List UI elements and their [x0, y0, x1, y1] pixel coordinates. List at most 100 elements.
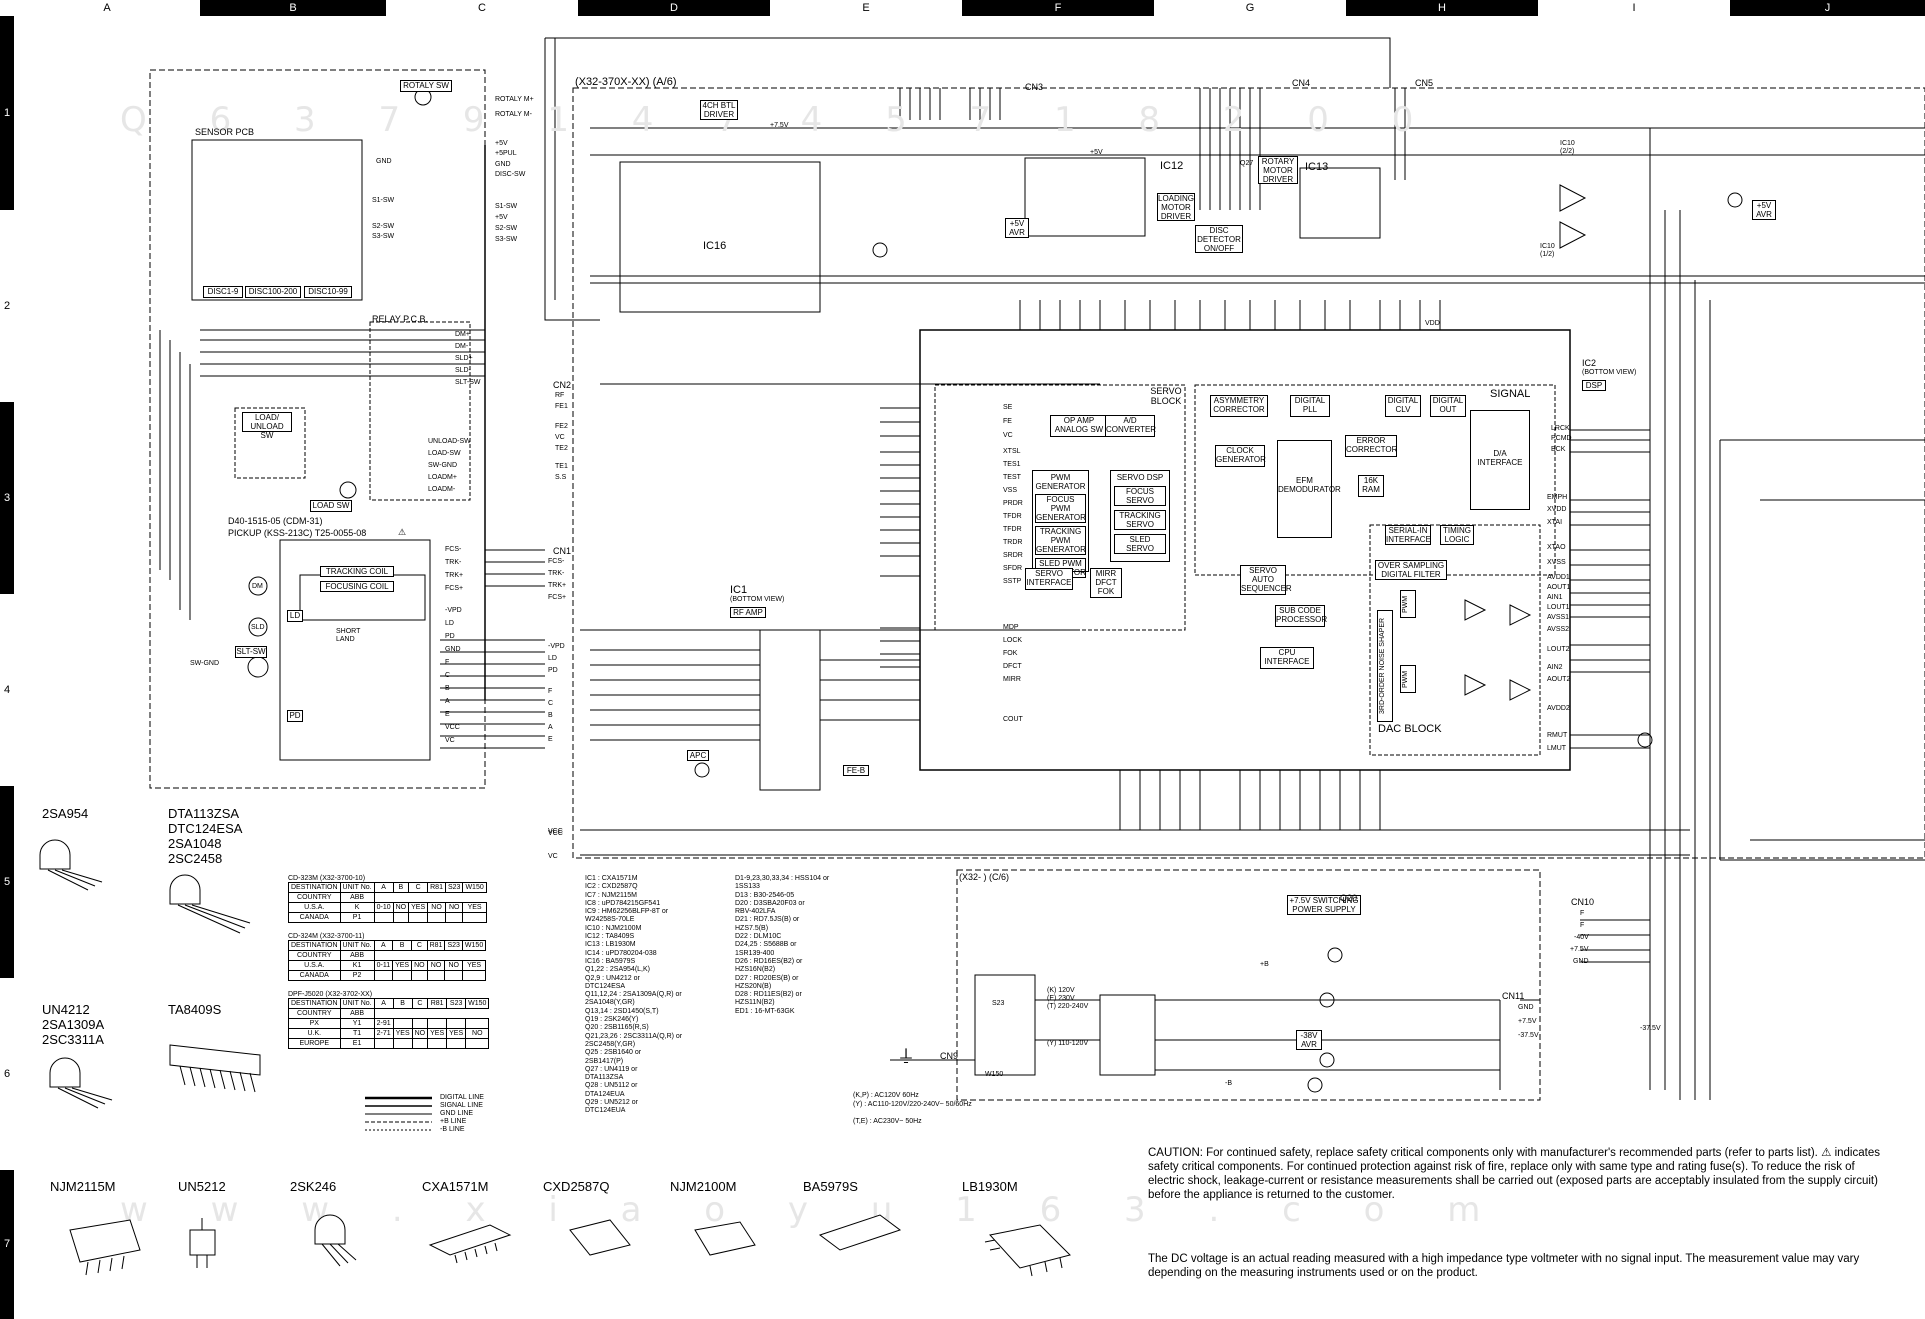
- dest-table-cell: NO: [444, 960, 463, 971]
- tracking-pwm-block: TRACKING PWM GENERATOR: [1035, 526, 1086, 555]
- part-grp1-3: 2SC2458: [168, 851, 223, 866]
- dest-table-cell: U.S.A.: [288, 902, 341, 913]
- apc-box: APC: [687, 750, 709, 761]
- da-interface-block: D/A INTERFACE: [1470, 410, 1530, 510]
- dsp-pin-aout1: AOUT1: [1547, 584, 1571, 591]
- ic-list-entry-0: IC1 : CXA1571M: [585, 875, 638, 882]
- ic-list-entry-18: Q20 : 2SB1165(R,S): [585, 1024, 649, 1032]
- sensor-s2: S2-SW: [372, 223, 395, 230]
- dsp-pin-tfdr-1: TFDR: [1003, 513, 1022, 520]
- dsp-pin-tes1: TES1: [1003, 461, 1021, 468]
- dsp-pin-se: SE: [1003, 404, 1013, 411]
- dest-table-header-cell: DESTINATION: [288, 998, 341, 1009]
- ic-list-entry-4: IC9 : HM62256BLFP-8T or: [585, 908, 669, 916]
- relay-pin-dm-minus: DM-: [455, 343, 469, 350]
- disc-10-99: DISC10-99: [304, 286, 352, 298]
- switching-power-title: +7.5V SWITCHING POWER SUPPLY: [1287, 895, 1361, 915]
- focus-servo-block: FOCUS SERVO: [1114, 486, 1166, 506]
- ic16-label: IC16: [703, 240, 727, 252]
- cn10-pin-1: F: [1580, 922, 1585, 929]
- diode-list-entry-15: HZS11N(B2): [735, 999, 775, 1007]
- legend-plus-b: +B LINE: [440, 1118, 467, 1125]
- pu-pin-9: C: [445, 672, 451, 679]
- sensor-s1: S1-SW: [372, 197, 395, 204]
- cn4-label: CN4: [1292, 78, 1311, 88]
- relay-pin-slt-sw: SLT-SW: [455, 379, 481, 386]
- part-ta8409s: TA8409S: [168, 1002, 222, 1017]
- power-note-3: (T,E) : AC230V~ 50Hz: [853, 1118, 922, 1125]
- dest-table-sub-cell: ABB: [339, 950, 375, 961]
- dest-table-sub-cell: ABB: [339, 892, 375, 903]
- cn2-label: CN2: [553, 380, 572, 390]
- dest-table-sub-cell: COUNTRY: [288, 892, 341, 903]
- cn10-pin-4: GND: [1573, 958, 1589, 965]
- dest-table-header-cell: DESTINATION: [288, 940, 341, 951]
- dest-table-cell: NO: [444, 902, 464, 913]
- dest-table-cell: 2-91: [373, 1018, 394, 1029]
- dsp-pin-lrck: LRCK: [1551, 425, 1570, 432]
- diode-list-entry-9: 1SR139-400: [735, 949, 775, 957]
- dest-table-header-cell: S23: [446, 998, 467, 1009]
- cn1-pin-9: B: [548, 712, 553, 719]
- diode-list-entry-2: D13 : B30-2546-05: [735, 891, 795, 899]
- dest-table-cell: [408, 912, 429, 923]
- sub-code-block: SUB CODE PROCESSOR: [1275, 605, 1327, 627]
- col-f: F: [962, 0, 1154, 16]
- pkg-ba5979s: BA5979S: [803, 1179, 858, 1194]
- dsp-pin-avss2: AVSS2: [1547, 626, 1570, 633]
- avr-box-1: +5V AVR: [1005, 218, 1029, 238]
- rail-label-6: VDD: [1425, 320, 1440, 327]
- dsp-pin-vss: VSS: [1003, 487, 1018, 494]
- ic-list-entry-15: 2SA1048(Y,GR): [585, 999, 635, 1007]
- dest-table-cell: NO: [411, 1028, 429, 1039]
- diode-list-entry-4: RBV-402LFA: [735, 908, 776, 916]
- pu-pin-5: LD: [445, 620, 454, 627]
- dest-table-cell: CANADA: [288, 970, 341, 981]
- row-6: 6: [0, 978, 14, 1170]
- dest-table-header-cell: W150: [461, 940, 487, 951]
- sensor-gnd: GND: [376, 158, 392, 165]
- dest-table-header-cell: S23: [444, 940, 463, 951]
- rail-label-5: -B: [1225, 1080, 1232, 1087]
- ic1-label: IC1: [730, 584, 748, 596]
- diode-list-entry-13: HZS20N(B): [735, 982, 772, 990]
- dsp-pin-ain2: AIN2: [1547, 664, 1563, 671]
- ic-list-entry-27: Q29 : UN5212 or: [585, 1099, 638, 1107]
- rotaly-m-plus: ROTALY M+: [495, 96, 534, 103]
- row-7: 7: [0, 1170, 14, 1319]
- ic12-desc: LOADING MOTOR DRIVER: [1157, 193, 1195, 221]
- load-unload-sw-box: LOAD/ UNLOAD SW: [242, 412, 292, 440]
- part-grp2-1: 2SA1309A: [42, 1017, 105, 1032]
- part-grp1-1: DTC124ESA: [168, 821, 243, 836]
- dest-table-cell: YES: [446, 1028, 467, 1039]
- pu-pin-2: TRK+: [445, 572, 464, 579]
- ic-list-entry-12: Q2,9 : UN4212 or: [585, 974, 640, 982]
- cn11-pin-0: GND: [1518, 1004, 1534, 1011]
- col-d: D: [578, 0, 770, 16]
- dsp-pin-lock: LOCK: [1003, 637, 1023, 644]
- pkg-2sk246: 2SK246: [290, 1179, 337, 1194]
- dest-table-title: CD-323M (X32-3700-10): [288, 875, 366, 882]
- dsp-pin-fe: FE: [1003, 418, 1012, 425]
- clock-generator-block: CLOCK GENERATOR: [1215, 445, 1266, 467]
- rail-label-2: +5V: [1090, 149, 1103, 156]
- dest-table-cell: Y1: [339, 1018, 375, 1029]
- legend-gnd: GND LINE: [440, 1110, 474, 1117]
- avr-box-2: +5V AVR: [1752, 200, 1776, 220]
- load-sw-box: LOAD SW: [310, 500, 352, 512]
- dest-table-cell: NO: [427, 902, 446, 913]
- dest-table-cell: YES: [392, 960, 413, 971]
- col-j: J: [1730, 0, 1925, 16]
- ic-list-entry-11: Q1,22 : 2SA954(L,K): [585, 966, 650, 974]
- cn9-label: CN9: [940, 1051, 959, 1061]
- dest-table-cell: E1: [339, 1038, 375, 1049]
- dest-table-title: DPF-J5020 (X32-3702-XX): [288, 991, 373, 998]
- dm-motor: DM: [252, 583, 263, 590]
- cn2-pin-0: RF: [555, 392, 565, 399]
- focus-pwm-block: FOCUS PWM GENERATOR: [1035, 494, 1086, 523]
- digital-out-block: DIGITAL OUT: [1430, 395, 1466, 417]
